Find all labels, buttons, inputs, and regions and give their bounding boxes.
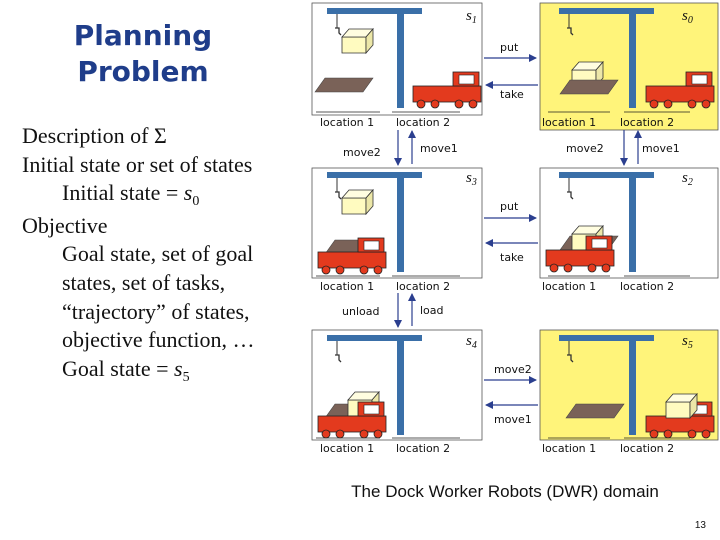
page-number: 13	[694, 520, 706, 531]
state-s1: s1	[311, 2, 483, 116]
action-label-move1: move1	[642, 142, 680, 155]
state-s2: s2	[539, 167, 719, 279]
desc-line-9-text: Goal state =	[62, 355, 174, 381]
location-label: location 1	[320, 280, 374, 293]
location-label: location 2	[396, 280, 450, 293]
state-s0: s0	[539, 2, 719, 131]
action-label-take: take	[500, 251, 524, 264]
location-label: location 1	[320, 442, 374, 455]
desc-line-9: Goal state = s5	[22, 355, 302, 388]
desc-line-3: Initial state = s0	[22, 179, 302, 212]
action-label-move2: move2	[343, 146, 381, 159]
state-s3-name: s3	[466, 170, 477, 188]
action-label-load: load	[420, 304, 444, 317]
desc-line-1: Description of Σ	[22, 123, 167, 148]
location-label: location 2	[620, 442, 674, 455]
action-label-put: put	[500, 200, 519, 213]
desc-line-3-sub: 0	[192, 194, 200, 210]
pallet-icon	[559, 79, 619, 95]
action-label-move2: move2	[566, 142, 604, 155]
action-label-unload: unload	[342, 305, 379, 318]
location-label: location 2	[396, 116, 450, 129]
desc-line-2: Initial state or set of states	[22, 151, 253, 177]
container-icon	[341, 189, 374, 215]
desc-line-3-var: s	[183, 180, 193, 206]
desc-line-9-var: s	[174, 355, 183, 381]
slide-title: Planning Problem	[58, 18, 228, 90]
state-s2-name: s2	[682, 170, 693, 188]
action-label-take: take	[500, 88, 524, 101]
state-s5: s5	[539, 329, 719, 441]
location-label: location 1	[542, 442, 596, 455]
transitions	[394, 54, 642, 409]
container-icon	[665, 393, 698, 419]
location-label: location 2	[620, 280, 674, 293]
location-labels: location 1 location 2 location 1 locatio…	[320, 116, 674, 455]
figure-caption: The Dock Worker Robots (DWR) domain	[351, 482, 659, 501]
location-label: location 1	[542, 280, 596, 293]
action-label-move1: move1	[494, 413, 532, 426]
location-label: location 2	[620, 116, 674, 129]
desc-line-9-sub: 5	[182, 369, 190, 385]
state-s5-name: s5	[682, 333, 693, 351]
action-label-move1: move1	[420, 142, 458, 155]
desc-line-8: objective function, …	[62, 327, 255, 353]
state-s3: s3	[311, 167, 483, 279]
planning-description: Description of Σ Initial state or set of…	[22, 122, 302, 387]
location-label: location 1	[542, 116, 596, 129]
title-line-1: Planning	[73, 19, 213, 52]
location-label: location 1	[320, 116, 374, 129]
action-label-put: put	[500, 41, 519, 54]
desc-line-7: “trajectory” of states,	[62, 298, 250, 324]
state-s4-name: s4	[466, 333, 477, 351]
pallet-icon	[565, 403, 625, 419]
state-s1-name: s1	[466, 8, 477, 26]
location-label: location 2	[396, 442, 450, 455]
container-icon	[341, 28, 374, 54]
desc-line-5: Goal state, set of goal	[62, 241, 254, 267]
title-line-2: Problem	[77, 55, 209, 88]
desc-line-6: states, set of tasks,	[62, 269, 226, 295]
pallet-icon	[314, 77, 374, 93]
desc-line-4: Objective	[22, 212, 108, 238]
action-labels: put take move2 move1 move2 move1 put tak…	[342, 41, 680, 426]
state-s4: s4	[311, 329, 483, 441]
desc-line-3-text: Initial state =	[62, 180, 184, 206]
action-label-move2: move2	[494, 363, 532, 376]
state-s0-name: s0	[682, 8, 693, 26]
